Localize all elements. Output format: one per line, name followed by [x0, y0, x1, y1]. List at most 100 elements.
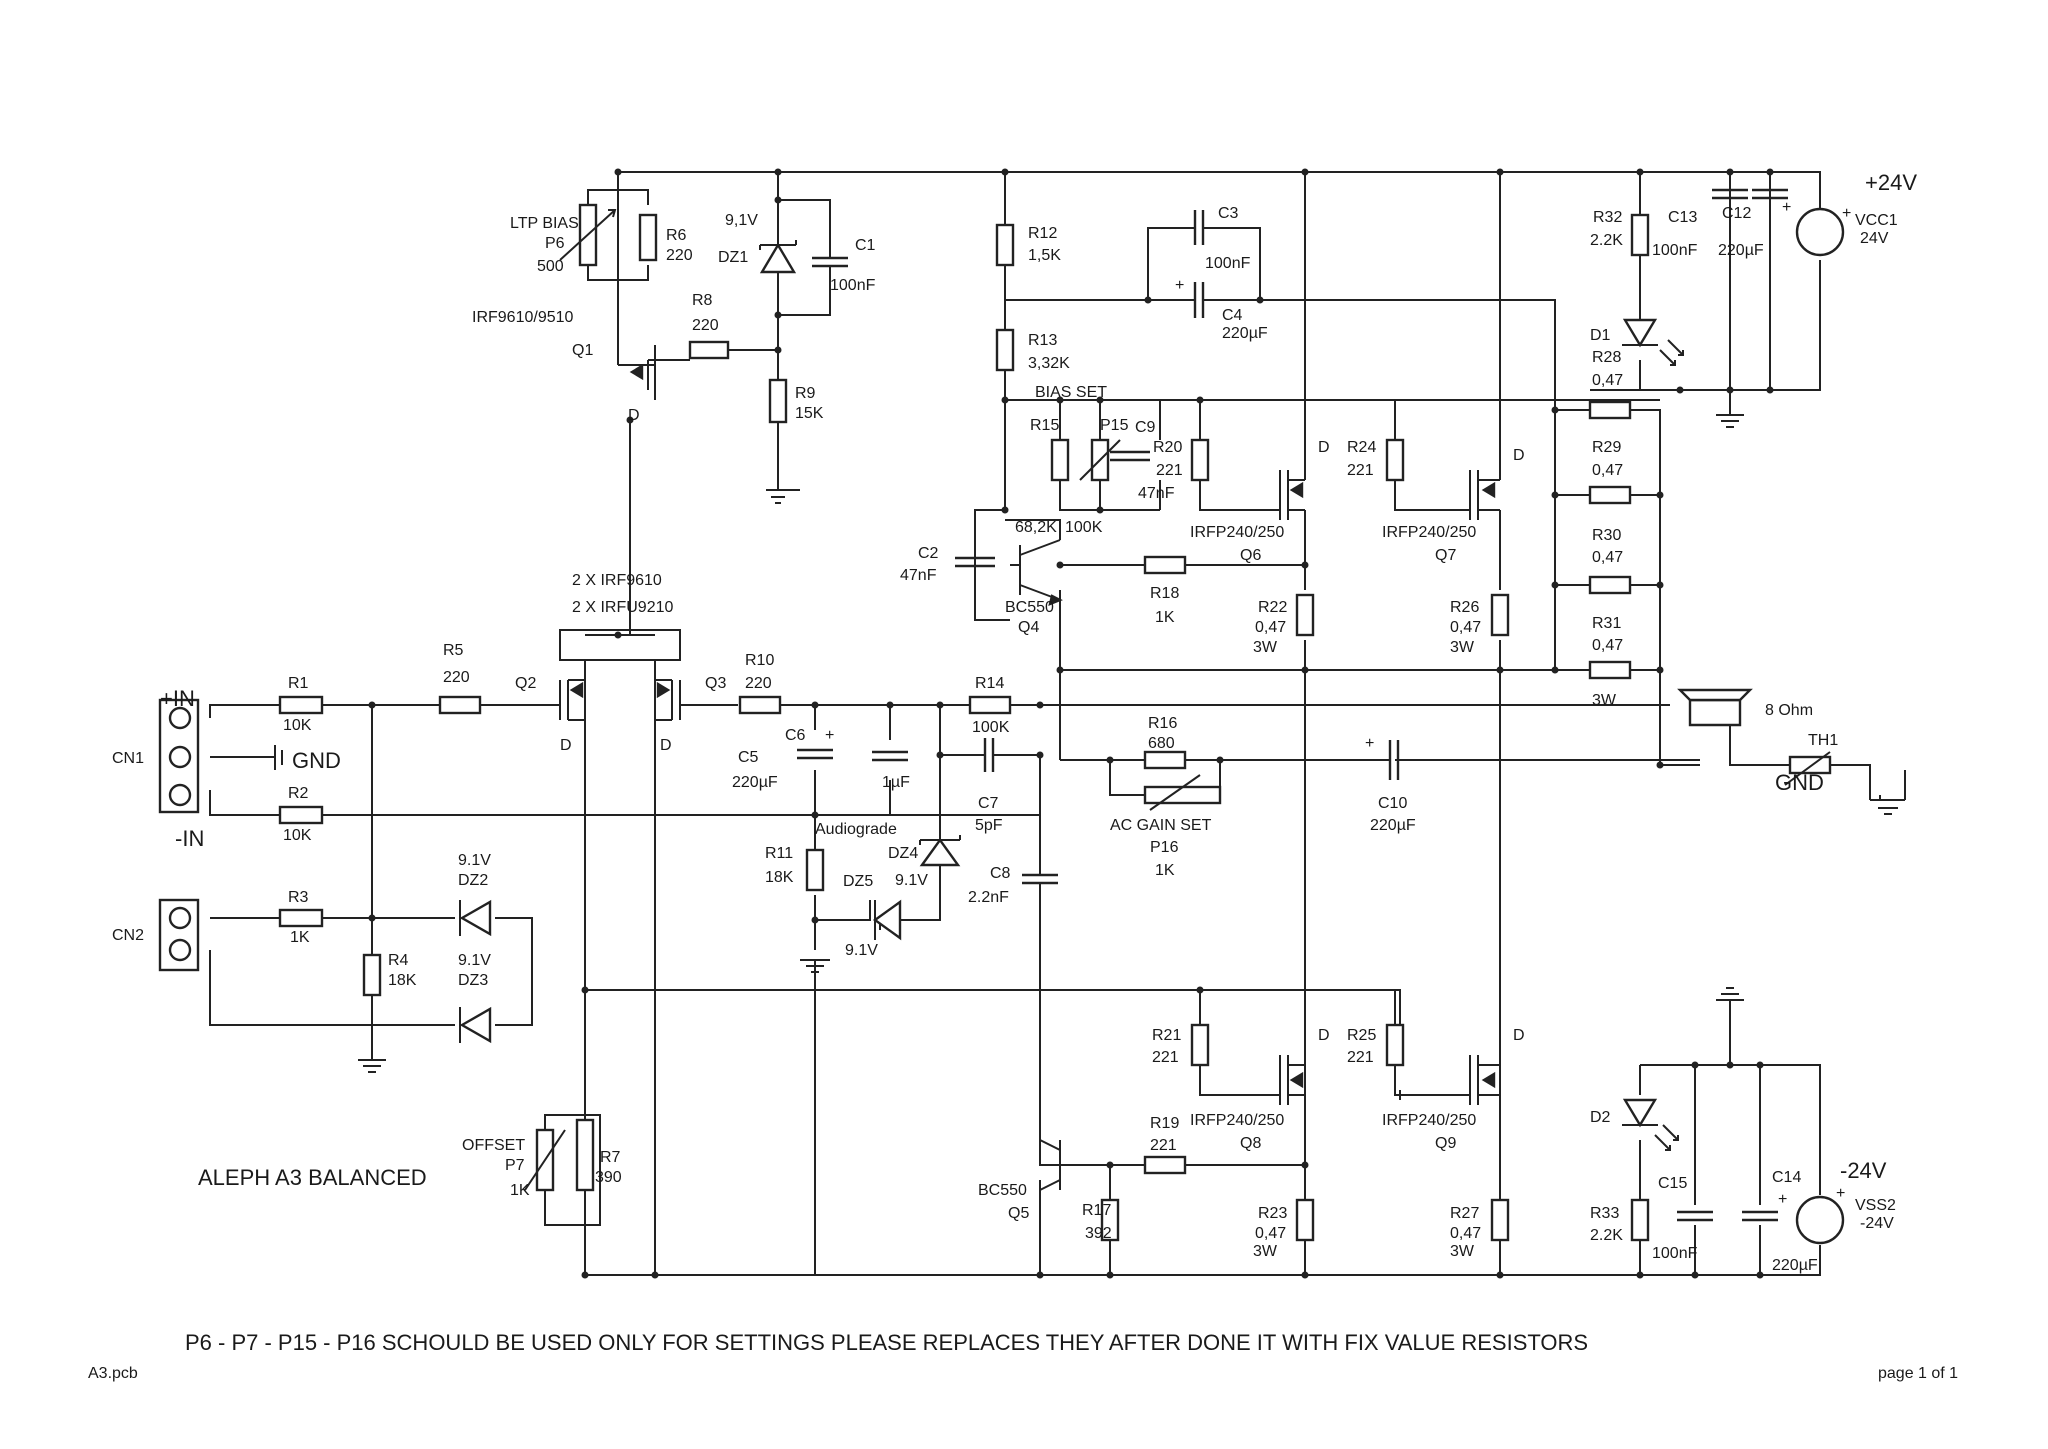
- c2-value: 47nF: [900, 567, 937, 584]
- q3-label: Q3: [705, 675, 726, 692]
- r11-value: 18K: [765, 869, 794, 886]
- r24-label: R24: [1347, 439, 1376, 456]
- dz5-value: 9.1V: [845, 942, 878, 959]
- r30-value: 0,47: [1592, 549, 1623, 566]
- vss2-value: -24V: [1860, 1215, 1894, 1232]
- footer-note: P6 - P7 - P15 - P16 SCHOULD BE USED ONLY…: [185, 1330, 1588, 1355]
- q8-label: Q8: [1240, 1135, 1261, 1152]
- r32-label: R32: [1593, 209, 1622, 226]
- r21-value: 221: [1152, 1049, 1179, 1066]
- c6-note: Audiograde: [815, 821, 897, 838]
- r6-label: R6: [666, 227, 687, 244]
- q23-type1: 2 X IRF9610: [572, 572, 662, 589]
- p15-label: P15: [1100, 417, 1129, 434]
- th1-gnd: GND: [1775, 770, 1824, 795]
- c4-label: C4: [1222, 307, 1243, 324]
- c5-label: C5: [738, 749, 759, 766]
- r12-value: 1,5K: [1028, 247, 1061, 264]
- vss2-source: [1795, 1195, 1845, 1245]
- dz3-value: 9.1V: [458, 952, 491, 969]
- vss2-plus: +: [1836, 1185, 1845, 1202]
- p16-value: 1K: [1155, 862, 1175, 879]
- r33-label: R33: [1590, 1205, 1619, 1222]
- q2-drain: D: [560, 737, 572, 754]
- r27-value: 0,47: [1450, 1225, 1481, 1242]
- c14-plus: +: [1778, 1191, 1787, 1208]
- junction-dots: [368, 168, 1774, 1279]
- r7-label: R7: [600, 1149, 621, 1166]
- r9-value: 15K: [795, 405, 824, 422]
- c15-value: 100nF: [1652, 1245, 1698, 1262]
- vcc1-value: 24V: [1860, 230, 1889, 247]
- r3-label: R3: [288, 889, 309, 906]
- c10-label: C10: [1378, 795, 1407, 812]
- labels: +24V VCC1 24V + -24V VSS2 -24V + LTP BIA…: [88, 170, 1958, 1382]
- r3-value: 1K: [290, 929, 310, 946]
- c7-label: C7: [978, 795, 999, 812]
- vcc1-source: [1795, 207, 1845, 257]
- q9-label: Q9: [1435, 1135, 1456, 1152]
- c12-label: C12: [1722, 205, 1751, 222]
- c4-value: 220µF: [1222, 325, 1268, 342]
- r2-label: R2: [288, 785, 309, 802]
- r10-value: 220: [745, 675, 772, 692]
- p16-title: AC GAIN SET: [1110, 817, 1212, 834]
- r25-label: R25: [1347, 1027, 1376, 1044]
- r5-label: R5: [443, 642, 464, 659]
- speaker-label: 8 Ohm: [1765, 702, 1813, 719]
- q1-label: Q1: [572, 342, 593, 359]
- r17-label: R17: [1082, 1202, 1111, 1219]
- cn2-label: CN2: [112, 927, 144, 944]
- q7-drain: D: [1513, 447, 1525, 464]
- p6-value: 500: [537, 258, 564, 275]
- c3-value: 100nF: [1205, 255, 1251, 272]
- r2-value: 10K: [283, 827, 312, 844]
- r23-label: R23: [1258, 1205, 1287, 1222]
- r23-watt: 3W: [1253, 1243, 1278, 1260]
- vcc1-plus: +: [1842, 205, 1851, 222]
- c8-label: C8: [990, 865, 1011, 882]
- r26-label: R26: [1450, 599, 1479, 616]
- p15-value: 100K: [1065, 519, 1103, 536]
- r28-value: 0,47: [1592, 372, 1623, 389]
- c14-label: C14: [1772, 1169, 1801, 1186]
- dz2-label: DZ2: [458, 872, 488, 889]
- r20-label: R20: [1153, 439, 1182, 456]
- r16-value: 680: [1148, 735, 1175, 752]
- d1-label: D1: [1590, 327, 1611, 344]
- c14-value: 220µF: [1772, 1257, 1818, 1274]
- c6-value: 1µF: [882, 774, 910, 791]
- q23-type2: 2 X IRFU9210: [572, 599, 673, 616]
- q5-label: Q5: [1008, 1205, 1029, 1222]
- r25-value: 221: [1347, 1049, 1374, 1066]
- dz2-value: 9.1V: [458, 852, 491, 869]
- diode-symbols: [459, 240, 1684, 1151]
- c3-label: C3: [1218, 205, 1239, 222]
- q1-type: IRF9610/9510: [472, 309, 574, 326]
- r26-value: 0,47: [1450, 619, 1481, 636]
- c7-value: 5pF: [975, 817, 1003, 834]
- dz4-value: 9.1V: [895, 872, 928, 889]
- r31-value: 0,47: [1592, 637, 1623, 654]
- r31-watt: 3W: [1592, 692, 1617, 709]
- c9-value: 47nF: [1138, 485, 1175, 502]
- q3-drain: D: [660, 737, 672, 754]
- r15-value: 68,2K: [1015, 519, 1057, 536]
- r28-label: R28: [1592, 349, 1621, 366]
- p7-label: P7: [505, 1157, 525, 1174]
- c1-label: C1: [855, 237, 876, 254]
- r16-label: R16: [1148, 715, 1177, 732]
- r31-label: R31: [1592, 615, 1621, 632]
- vss2-name: VSS2: [1855, 1197, 1896, 1214]
- r12-label: R12: [1028, 225, 1057, 242]
- q9-type: IRFP240/250: [1382, 1112, 1476, 1129]
- r29-label: R29: [1592, 439, 1621, 456]
- r14-label: R14: [975, 675, 1004, 692]
- r7-value: 390: [595, 1169, 622, 1186]
- dz3-label: DZ3: [458, 972, 488, 989]
- r27-label: R27: [1450, 1205, 1479, 1222]
- c4-plus: +: [1175, 277, 1184, 294]
- misc-symbols: [158, 207, 1906, 1245]
- dz1-value: 9,1V: [725, 212, 758, 229]
- r8-label: R8: [692, 292, 713, 309]
